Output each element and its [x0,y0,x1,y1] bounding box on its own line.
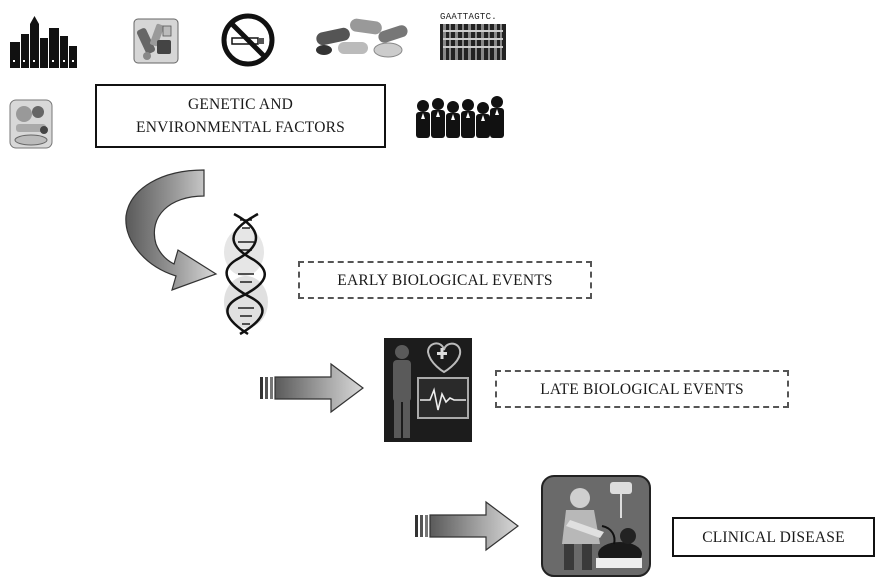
pills-icon [312,16,412,62]
early-biological-events-label: EARLY BIOLOGICAL EVENTS [337,271,553,289]
doctor-patient-icon [540,474,652,578]
curved-arrow [118,166,218,292]
dna-sequence-text: GAATTAGTC. [440,12,498,22]
late-biological-events-label: LATE BIOLOGICAL EVENTS [540,380,744,398]
genetic-environmental-factors-box: GENETIC AND ENVIRONMENTAL FACTORS [95,84,386,148]
early-biological-events-box: EARLY BIOLOGICAL EVENTS [298,261,592,299]
lab-equipment-icon [133,18,179,64]
food-plate-icon [6,96,56,152]
city-skyline-icon [8,12,78,68]
arrow-to-clinical-disease [414,500,520,552]
heart-monitor-icon [384,338,472,442]
people-group-icon [414,92,506,138]
arrow-to-late-events [259,362,365,414]
dna-gel-icon: GAATTAGTC. [440,12,506,60]
no-smoking-icon [220,12,276,68]
environmental-factors-line: ENVIRONMENTAL FACTORS [136,119,345,136]
late-biological-events-box: LATE BIOLOGICAL EVENTS [495,370,789,408]
clinical-disease-label: CLINICAL DISEASE [702,528,845,546]
genetic-line: GENETIC AND [187,96,294,113]
clinical-disease-box: CLINICAL DISEASE [672,517,875,557]
dna-helix-icon [214,212,276,336]
